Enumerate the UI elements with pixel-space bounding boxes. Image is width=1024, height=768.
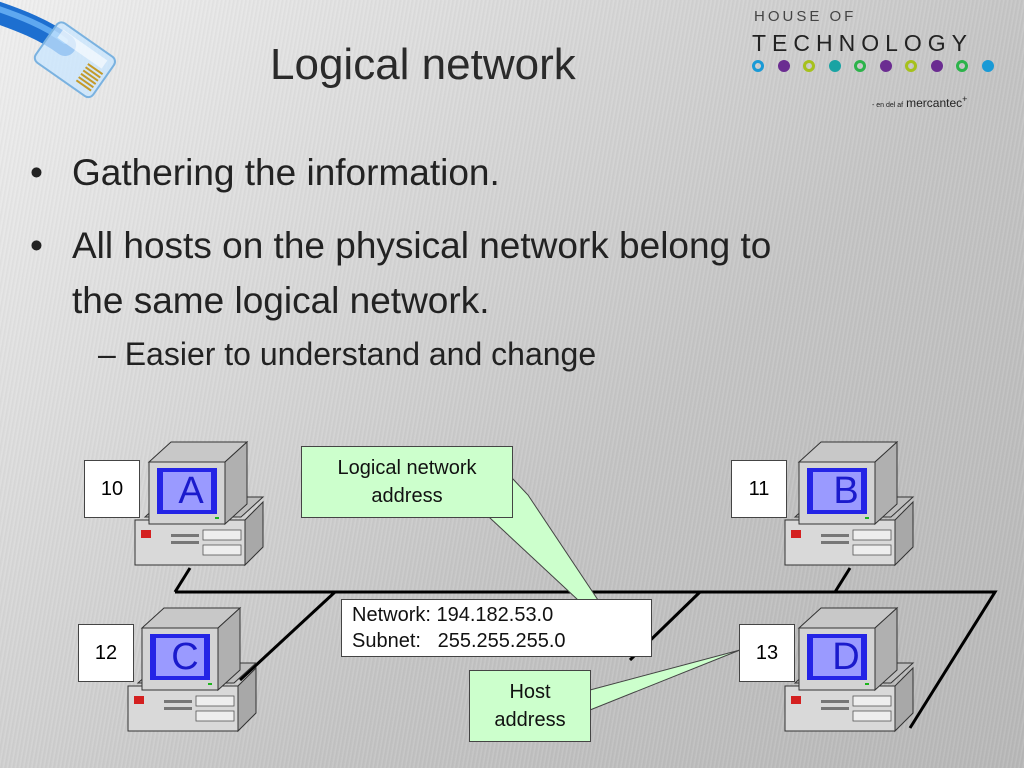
subnet-mask: Subnet: 255.255.255.0	[352, 630, 566, 652]
host-address-callout: Host address	[469, 670, 591, 742]
bullet-text-line1: All hosts on the physical network belong…	[72, 225, 772, 266]
host-letter-a: A	[178, 470, 204, 512]
host-number-box: 12	[78, 624, 134, 682]
host-letter-c: C	[171, 636, 198, 678]
bullet-text: Gathering the information.	[72, 152, 500, 193]
bullet-symbol: •	[30, 225, 43, 266]
callout-line: address	[371, 485, 443, 507]
host-number-box: 10	[84, 460, 140, 518]
host-number-box: 11	[731, 460, 787, 518]
logo-tag-brand: mercantec	[906, 96, 963, 110]
sub-bullet: – Easier to understand and change	[98, 336, 597, 372]
logo-dot	[956, 60, 968, 72]
host-number-box: 13	[739, 624, 795, 682]
callout-line: Logical network	[337, 457, 477, 479]
logo-dot	[930, 60, 943, 72]
bullet-symbol: •	[30, 152, 43, 193]
logo-dot	[905, 60, 917, 72]
callout-line: address	[494, 709, 566, 731]
host-d	[784, 606, 915, 733]
slide-title: Logical network	[270, 40, 576, 89]
logo-dot	[854, 60, 866, 72]
host-a	[134, 440, 265, 567]
logo-tag-small: - en del af	[872, 102, 904, 109]
logo-dot	[803, 60, 815, 72]
logo-dot	[752, 60, 764, 72]
callout-line: Host	[509, 681, 551, 703]
logo-line1: HOUSE OF	[754, 8, 857, 25]
host-letter-b: B	[833, 470, 858, 512]
callout-pointer-host	[589, 649, 741, 711]
bullet-text-line2: the same logical network.	[72, 280, 490, 321]
logo-dot	[879, 60, 892, 72]
logo-line2: TECHNOLOGY	[752, 30, 974, 56]
host-letter-d: D	[832, 636, 859, 678]
logo-dot	[828, 60, 841, 72]
network-cable-image	[0, 1, 116, 99]
host-c	[127, 606, 258, 733]
logo-dot	[981, 60, 994, 72]
network-info-box: Network: 194.182.53.0 Subnet: 255.255.25…	[341, 599, 652, 657]
host-b	[784, 440, 915, 567]
logo-dot	[777, 60, 790, 72]
logo-tag-plus: +	[962, 94, 968, 104]
network-address: Network: 194.182.53.0	[352, 604, 554, 626]
logical-network-address-callout: Logical network address	[301, 446, 513, 518]
